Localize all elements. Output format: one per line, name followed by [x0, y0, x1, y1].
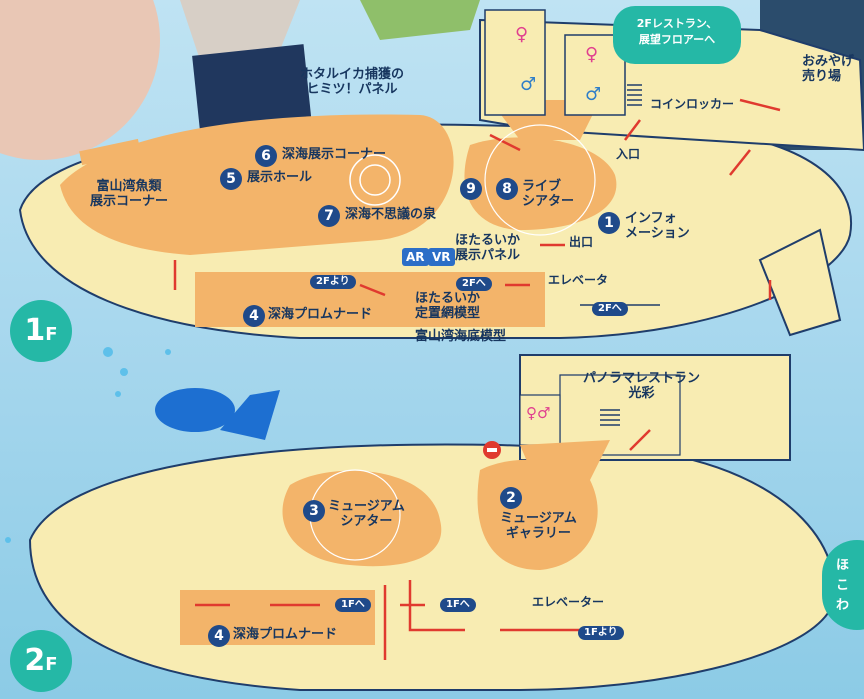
label-museum-gallery: ミュージアム ギャラリー	[500, 511, 577, 541]
marker-6: 6	[255, 145, 277, 167]
label-gift-shop: おみやげ 売り場	[802, 54, 855, 84]
floor-badge-1f: 1F	[10, 300, 72, 362]
marker-3: 3	[303, 500, 325, 522]
spring-ring-inner	[359, 164, 391, 196]
restroom-1f-a	[484, 9, 546, 116]
marker-4-2f: 4	[208, 625, 230, 647]
photo-panel	[192, 44, 312, 136]
label-bay-model: 富山湾海底模型	[415, 329, 507, 344]
badge-ar: AR	[402, 248, 429, 266]
label-museum-theater: ミュージアム シアター	[328, 499, 405, 529]
label-fish-corner: 富山湾魚類 展示コーナー	[90, 179, 169, 209]
male-icon: ♂	[520, 74, 536, 95]
photo-squid-hand	[0, 0, 160, 160]
restroom-2f	[519, 394, 561, 446]
pill-to-2f-b: 2Fへ	[592, 302, 628, 316]
arrows-2f	[195, 429, 651, 660]
floor-badge-2f: 2F	[10, 630, 72, 692]
label-restaurant-2f: パノラマレストラン 光彩	[583, 371, 701, 401]
marker-9: 9	[460, 178, 482, 200]
floor-2f-suffix: F	[45, 654, 58, 675]
spring-ring	[349, 154, 401, 206]
female-icon-2: ♀	[585, 44, 598, 65]
photo-tree	[360, 0, 480, 40]
label-elevator-2f: エレベーター	[532, 595, 605, 609]
label-exit: 出口	[569, 235, 594, 249]
label-live-theater: ライブ シアター	[522, 179, 575, 209]
female-icon: ♀	[515, 24, 528, 45]
label-hotaru-panel: ほたるいか 展示パネル	[455, 233, 521, 263]
label-exhibition-hall: 展示ホール	[247, 170, 313, 185]
room-live-theater	[464, 137, 617, 230]
label-promenade-2f: 深海プロムナード	[233, 627, 338, 642]
floor-1f-number: 1	[24, 313, 46, 348]
pill-from-1f: 1Fより	[578, 626, 624, 640]
marker-4-1f: 4	[243, 305, 265, 327]
no-entry-bar	[487, 448, 497, 452]
marker-7: 7	[318, 205, 340, 227]
wall-decor	[79, 138, 141, 166]
label-net-model: ほたるいか 定置網模型	[415, 291, 481, 321]
room-exhibition-hall	[60, 114, 454, 255]
label-information: インフォ メーション	[625, 211, 690, 241]
pill-to-2f-a: 2Fへ	[456, 277, 492, 291]
pill-from-2f: 2Fより	[310, 275, 356, 289]
marker-2: 2	[500, 487, 522, 509]
floor-2f-hall	[28, 443, 836, 691]
bubble-right-side: ほ こ わ	[822, 540, 864, 630]
badge-vr: VR	[428, 248, 455, 266]
stairs-2f	[600, 409, 620, 426]
squid-decoration	[155, 388, 280, 440]
floor-2f-number: 2	[24, 643, 46, 678]
bubble-restaurant: 2Fレストラン、 展望フロアーへ	[613, 6, 741, 64]
floor-1f-suffix: F	[45, 324, 58, 345]
photo-hand	[180, 0, 300, 60]
male-icon-2: ♂	[585, 84, 601, 105]
pill-to-1f-a: 1Fへ	[335, 598, 371, 612]
label-coin-locker: コインロッカー	[650, 97, 735, 111]
label-promenade-1f: 深海プロムナード	[268, 307, 373, 322]
floor-1f-east-wing	[758, 228, 842, 337]
marker-1: 1	[598, 212, 620, 234]
label-deep-sea-spring: 深海不思議の泉	[345, 207, 437, 222]
room-museum-theater	[282, 470, 442, 567]
pill-to-1f-b: 1Fへ	[440, 598, 476, 612]
arrows-1f	[173, 98, 781, 300]
label-elevator-1f: エレベータ	[548, 273, 609, 287]
label-panel-title: ホタルイカ捕獲の ヒミツ！パネル	[300, 67, 405, 97]
marker-5: 5	[220, 168, 242, 190]
restroom-2f-icon: ♀♂	[526, 404, 550, 422]
label-deep-sea-corner: 深海展示コーナー	[282, 147, 387, 162]
room-gallery-lobby	[520, 440, 610, 480]
marker-8: 8	[496, 178, 518, 200]
label-entrance: 入口	[616, 147, 641, 161]
theater-ring	[484, 124, 596, 236]
bubbles-decoration	[5, 347, 171, 543]
